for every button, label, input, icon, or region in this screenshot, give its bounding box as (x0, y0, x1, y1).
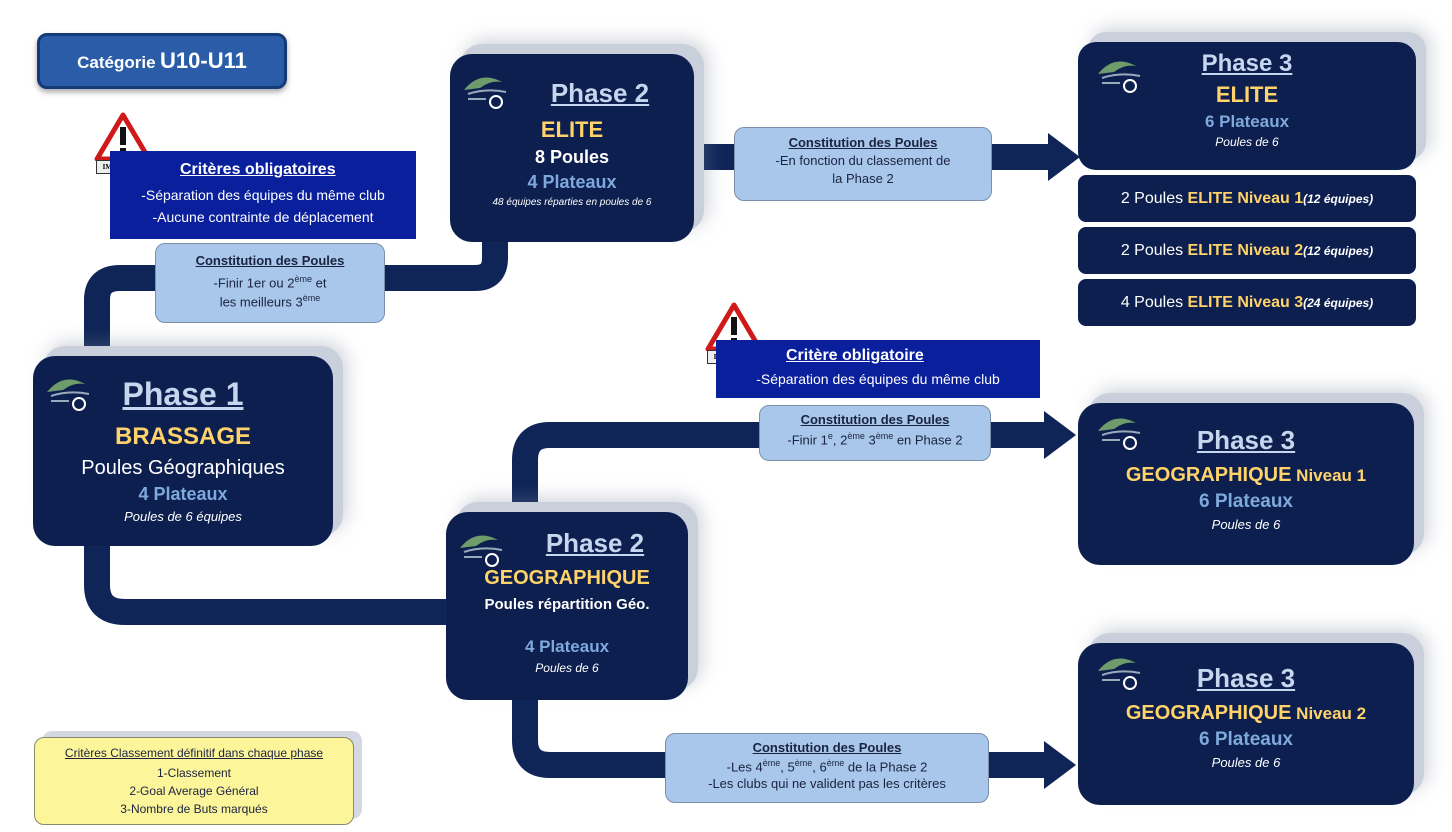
constitution-title: Constitution des Poules (788, 135, 938, 150)
phase-poules: 8 Poules (534, 147, 610, 167)
phase-title: Phase 2 (550, 78, 650, 108)
district-logo-icon (460, 535, 503, 567)
phase-subtitle: BRASSAGE (114, 423, 252, 450)
phase-subtitle: GEOGRAPHIQUE (484, 567, 650, 589)
constitution-line: les meilleurs 3ème (219, 293, 321, 310)
ranking-criteria-box: Critères Classement définitif dans chaqu… (34, 737, 354, 825)
constitution-line: -Finir 1er ou 2ème et (213, 274, 327, 291)
phase-plateaux: 6 Plateaux (1204, 112, 1290, 131)
elite-level-row: 2 Poules ELITE Niveau 1(12 équipes) (1078, 175, 1416, 222)
constitution-box-geo1: Constitution des Poules -Finir 1e, 2ème … (759, 405, 991, 461)
constitution-title: Constitution des Poules (195, 253, 345, 268)
phase-plateaux: 6 Plateaux (1199, 491, 1293, 512)
constitution-line: -Les 4ème, 5ème, 6ème de la Phase 2 (726, 758, 928, 775)
criteria-box-obligatoires: Critères obligatoires -Séparation des éq… (110, 151, 416, 239)
phase-note: Poules de 6 (1211, 755, 1281, 770)
phase-plateaux: 6 Plateaux (1199, 729, 1293, 750)
elite-level-prefix: 2 Poules (1120, 190, 1188, 207)
criteria-line: -Séparation des équipes du même club (141, 187, 385, 203)
elite-level-row: 4 Poules ELITE Niveau 3(24 équipes) (1078, 279, 1416, 326)
phase-note: Poules de 6 (1215, 135, 1279, 149)
elite-level-name: ELITE Niveau 2 (1187, 242, 1304, 259)
phase-title: Phase 3 (1201, 50, 1293, 77)
phase-title: Phase 1 (122, 376, 244, 412)
constitution-box-phase1: Constitution des Poules -Finir 1er ou 2è… (155, 243, 385, 323)
phase-title: Phase 2 (545, 528, 645, 558)
connector-phase2-geo-to-phase3-geo1 (512, 422, 1050, 520)
phase-title: Phase 3 (1196, 663, 1296, 693)
category-value: U10-U11 (160, 48, 247, 73)
criteria-line: -Aucune contrainte de déplacement (152, 209, 374, 225)
ranking-title: Critères Classement définitif dans chaqu… (64, 746, 324, 760)
phase-subtitle: GEOGRAPHIQUE (1125, 702, 1292, 724)
phase-subtitle: GEOGRAPHIQUE (1125, 464, 1292, 486)
elite-level-count: (24 équipes) (1303, 296, 1374, 310)
phase-note: Poules de 6 (535, 661, 599, 675)
phase3-geo2-box: Phase 3 GEOGRAPHIQUE Niveau 2 6 Plateaux… (1078, 643, 1414, 805)
phase-note: Poules de 6 (1211, 517, 1281, 532)
district-logo-icon (1098, 61, 1141, 93)
constitution-line: -Finir 1e, 2ème 3ème en Phase 2 (787, 431, 963, 448)
district-logo-icon (464, 77, 507, 109)
phase2-elite-box: Phase 2 ELITE 8 Poules 4 Plateaux 48 équ… (450, 54, 694, 242)
criteria-box-obligatoire: Critère obligatoire -Séparation des équi… (716, 340, 1040, 398)
elite-level-prefix: 2 Poules (1120, 242, 1188, 259)
constitution-box-elite: Constitution des Poules -En fonction du … (734, 127, 992, 201)
constitution-line: -Les clubs qui ne valident pas les critè… (708, 776, 946, 792)
constitution-line: -En fonction du classement de (775, 153, 951, 168)
ranking-item: 1-Classement (156, 766, 232, 780)
elite-level-row: 2 Poules ELITE Niveau 2(12 équipes) (1078, 227, 1416, 274)
phase-level: Niveau 1 (1291, 466, 1367, 485)
phase1-box: Phase 1 BRASSAGE Poules Géographiques 4 … (33, 356, 333, 546)
constitution-title: Constitution des Poules (752, 740, 902, 755)
phase2-geo-box: Phase 2 GEOGRAPHIQUE Poules répartition … (446, 512, 688, 700)
elite-level-prefix: 4 Poules (1120, 294, 1188, 311)
constitution-line: la Phase 2 (832, 171, 894, 186)
phase-subtitle: ELITE (540, 117, 604, 142)
constitution-box-geo2: Constitution des Poules -Les 4ème, 5ème,… (665, 733, 989, 803)
ranking-item: 2-Goal Average Général (129, 784, 259, 798)
ranking-item: 3-Nombre de Buts marqués (120, 802, 268, 816)
phase-line: Poules répartition Géo. (484, 596, 650, 613)
criteria-title: Critère obligatoire (786, 347, 924, 364)
phase3-geo1-box: Phase 3 GEOGRAPHIQUE Niveau 1 6 Plateaux… (1078, 403, 1414, 565)
phase-level: Niveau 2 (1291, 704, 1367, 723)
connector-phase2-geo-to-phase3-geo2 (512, 690, 1050, 778)
criteria-title: Critères obligatoires (180, 161, 336, 178)
elite-level-name: ELITE Niveau 1 (1187, 190, 1304, 207)
elite-level-count: (12 équipes) (1303, 244, 1374, 258)
connector-phase1-to-phase2-geo (84, 540, 455, 625)
elite-level-name: ELITE Niveau 3 (1187, 294, 1304, 311)
district-logo-icon (1098, 418, 1141, 450)
phase-note: 48 équipes réparties en poules de 6 (492, 197, 652, 208)
category-prefix: Catégorie (77, 53, 156, 72)
arrowhead-phase3-geo1 (1044, 411, 1076, 459)
criteria-line: -Séparation des équipes du même club (756, 371, 1000, 387)
district-logo-icon (47, 379, 90, 411)
constitution-title: Constitution des Poules (800, 412, 950, 427)
phase-plateaux: 4 Plateaux (524, 637, 610, 656)
elite-level-count: (12 équipes) (1303, 192, 1374, 206)
arrowhead-phase3-elite (1048, 133, 1080, 181)
phase-plateaux: 4 Plateaux (527, 172, 617, 192)
category-badge: Catégorie U10-U11 (37, 33, 287, 89)
phase-line: Poules Géographiques (81, 457, 285, 479)
phase3-elite-box: Phase 3 ELITE 6 Plateaux Poules de 6 (1078, 42, 1416, 170)
phase-note: Poules de 6 équipes (124, 509, 242, 524)
arrowhead-phase3-geo2 (1044, 741, 1076, 789)
district-logo-icon (1098, 658, 1141, 690)
phase-title: Phase 3 (1196, 425, 1296, 455)
phase-subtitle: ELITE (1215, 82, 1279, 107)
phase-plateaux: 4 Plateaux (138, 484, 228, 504)
